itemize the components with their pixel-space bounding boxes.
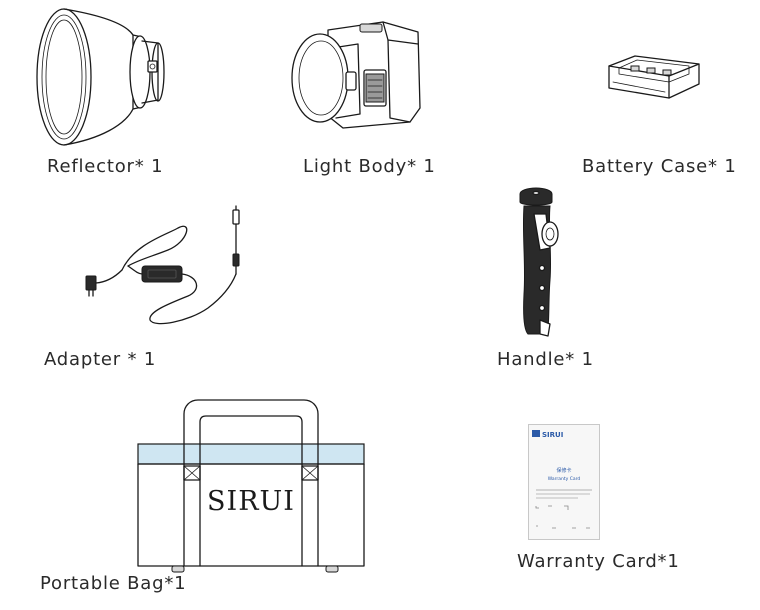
warranty-card-label: Warranty Card*1: [517, 551, 680, 572]
handle-label: Handle* 1: [497, 349, 594, 370]
portable-bag-icon: SIRUI: [137, 399, 365, 573]
adapter-icon: [85, 205, 240, 325]
portable-bag-label: Portable Bag*1: [40, 573, 187, 594]
bag-brand-text: SIRUI: [207, 486, 295, 517]
reflector-label: Reflector* 1: [47, 156, 164, 177]
light-body-icon: [291, 21, 421, 129]
battery-case-label: Battery Case* 1: [582, 156, 737, 177]
battery-case-icon: [608, 55, 700, 99]
adapter-label: Adapter * 1: [44, 349, 157, 370]
warranty-brand-text: SIRUI: [542, 431, 563, 439]
warranty-title-en: Warranty Card: [548, 476, 581, 482]
reflector-icon: [36, 8, 165, 146]
warranty-card-icon: SIRUI 保修卡 Warranty Card: [528, 424, 600, 540]
light-body-label: Light Body* 1: [303, 156, 436, 177]
warranty-title-cn: 保修卡: [556, 467, 571, 474]
handle-icon: [519, 187, 559, 337]
